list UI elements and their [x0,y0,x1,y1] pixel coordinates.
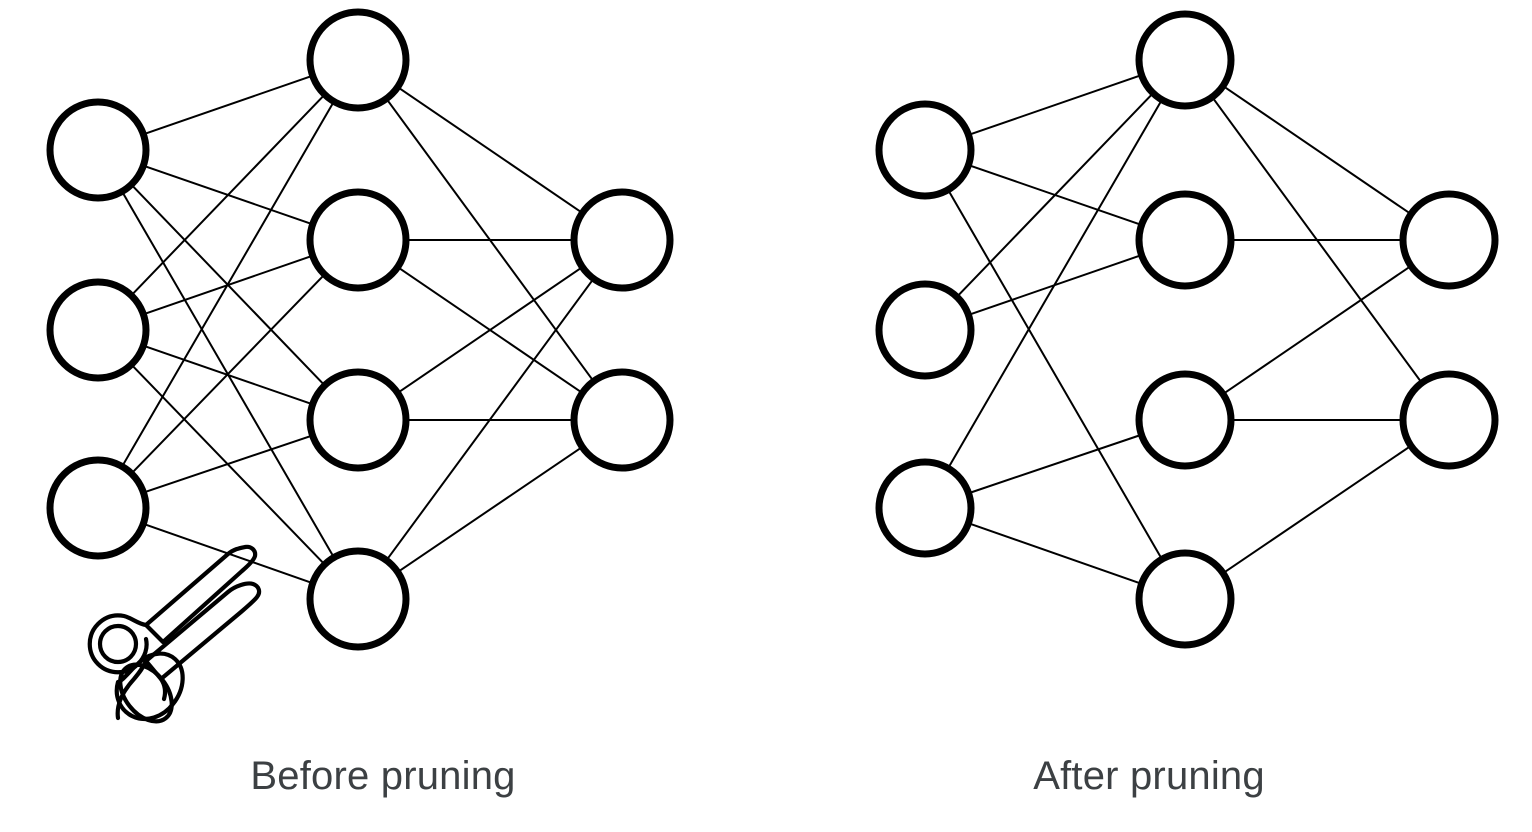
neuron-node-output-layer-1 [1399,190,1499,290]
edge-group-before [121,74,595,585]
node-group-after [875,10,1499,649]
edge-L-I1-L-H1 [143,74,313,136]
edge-R-I1-R-H1 [968,74,1142,136]
edge-L-I3-L-H2 [130,273,326,475]
edge-L-H4-L-O1 [385,278,595,561]
neuron-node-hidden-layer-2 [1135,190,1235,290]
neuron-node-output-layer-2 [570,368,674,472]
edge-R-I3-R-H1 [947,99,1163,469]
network-graph-before [46,8,674,651]
edge-L-I3-L-H3 [143,434,313,494]
caption-before-pruning: Before pruning [250,754,516,798]
neuron-node-input-layer-2 [875,280,975,380]
neuron-node-output-layer-1 [570,188,674,292]
neuron-node-hidden-layer-4 [1135,549,1235,649]
edge-L-I2-L-H1 [130,93,326,297]
edge-L-H1-L-O1 [397,86,583,214]
panel-after-pruning: After pruning [766,0,1532,832]
neuron-node-input-layer-2 [46,278,150,382]
neuron-node-output-layer-2 [1399,370,1499,470]
scissors-icon [42,532,282,728]
edge-R-I3-R-H4 [968,522,1142,585]
edge-R-H1-R-O1 [1222,85,1412,215]
edge-L-H4-L-O2 [397,446,583,573]
neuron-node-hidden-layer-3 [306,368,410,472]
neuron-node-input-layer-1 [46,98,150,202]
neuron-node-hidden-layer-1 [1135,10,1235,110]
neuron-node-hidden-layer-1 [306,8,410,112]
neuron-node-hidden-layer-2 [306,188,410,292]
neuron-node-input-layer-3 [875,458,975,558]
node-group-before [46,8,674,651]
edge-R-H4-R-O2 [1222,444,1412,575]
edge-R-I3-R-H3 [968,433,1142,495]
edge-L-H3-L-O1 [397,266,583,394]
neuron-node-input-layer-3 [46,456,150,560]
edge-group-after [947,74,1423,585]
edge-R-I1-R-H4 [947,189,1163,560]
edge-R-I2-R-H1 [956,92,1154,298]
edge-L-I3-L-H1 [121,101,335,467]
neuron-node-hidden-layer-4 [306,547,410,651]
scissors-icon-svg [87,544,262,724]
panel-before-pruning: Before pruning [42,8,674,798]
edge-R-H3-R-O1 [1222,265,1412,395]
neuron-node-input-layer-1 [875,100,975,200]
network-graph-after [875,10,1499,649]
caption-after-pruning: After pruning [1033,754,1265,798]
neuron-node-hidden-layer-3 [1135,370,1235,470]
